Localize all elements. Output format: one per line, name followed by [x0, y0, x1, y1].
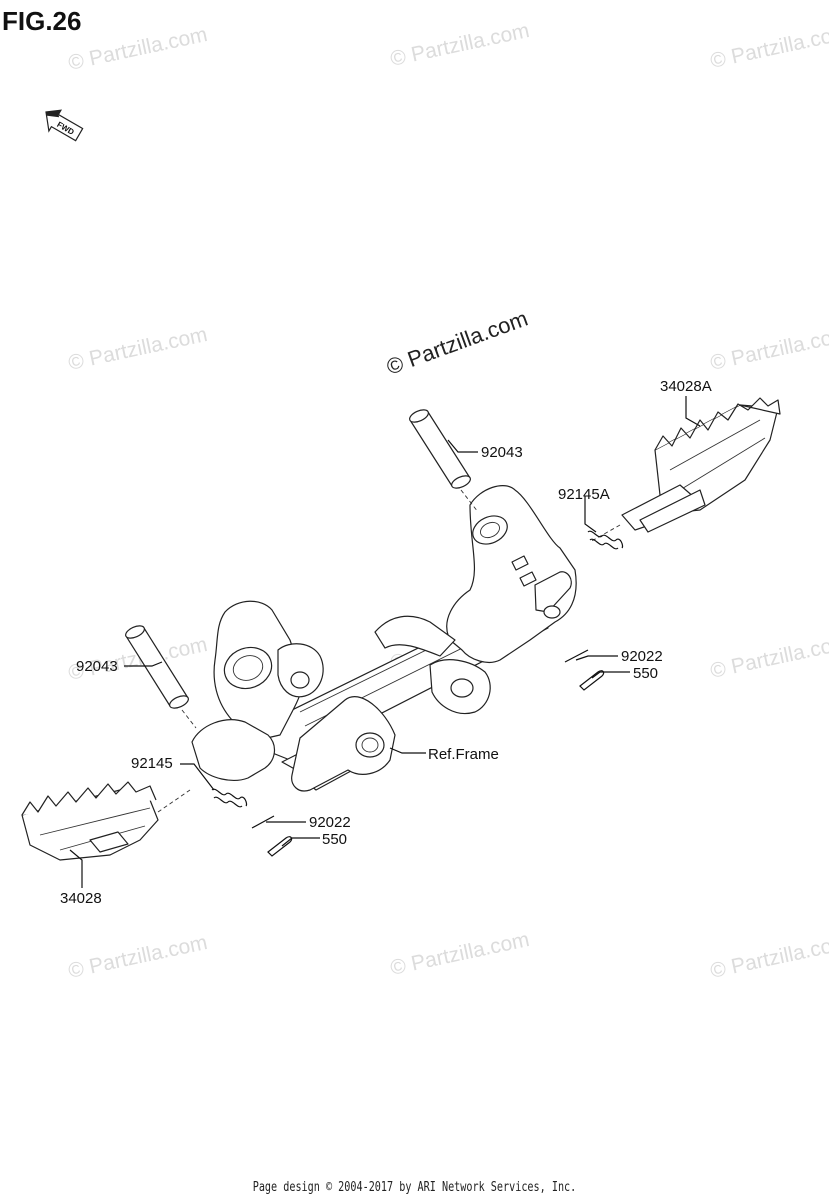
callout-92043-left: 92043 — [76, 658, 118, 675]
spring-92145a — [587, 530, 624, 550]
callout-92145: 92145 — [131, 755, 173, 772]
figure-title: FIG.26 — [2, 6, 82, 36]
spring-92145 — [211, 788, 248, 808]
callout-labels: 34028A 92043 92145A 92022 550 92043 9214… — [60, 378, 712, 907]
page-footer: Page design © 2004-2017 by ARI Network S… — [252, 1180, 577, 1195]
frame-drawing — [191, 485, 577, 792]
leader-lines — [69, 396, 701, 888]
washer-92022-right — [564, 649, 589, 663]
callout-92145a: 92145A — [558, 486, 610, 503]
callout-550-right: 550 — [633, 665, 658, 682]
cotter-pin-550-left — [267, 836, 293, 857]
watermark: © Partzilla.com — [66, 931, 209, 983]
watermark: © Partzilla.com — [66, 23, 209, 75]
callout-92022-left: 92022 — [309, 814, 351, 831]
watermark: © Partzilla.com — [388, 928, 531, 980]
washer-92022-left — [251, 815, 275, 829]
watermark-main: © Partzilla.com — [383, 306, 531, 380]
cotter-pin-550-right — [579, 670, 605, 691]
pin-92043-left — [125, 625, 197, 729]
callout-ref-frame: Ref.Frame — [428, 746, 499, 763]
pin-92043-right — [409, 409, 479, 513]
fwd-arrow-icon: FWD — [45, 109, 84, 142]
callout-92043-right: 92043 — [481, 444, 523, 461]
callout-34028: 34028 — [60, 890, 102, 907]
watermark: © Partzilla.com — [66, 323, 209, 375]
callout-550-left: 550 — [322, 831, 347, 848]
watermark: © Partzilla.com — [708, 931, 829, 983]
callout-34028a: 34028A — [660, 378, 712, 395]
footpeg-34028a — [589, 397, 781, 543]
callout-92022-right: 92022 — [621, 648, 663, 665]
footpeg-34028 — [21, 781, 191, 861]
watermark: © Partzilla.com — [708, 21, 829, 73]
watermark: © Partzilla.com — [708, 631, 829, 683]
watermark: © Partzilla.com — [708, 323, 829, 375]
watermark: © Partzilla.com — [388, 19, 531, 71]
